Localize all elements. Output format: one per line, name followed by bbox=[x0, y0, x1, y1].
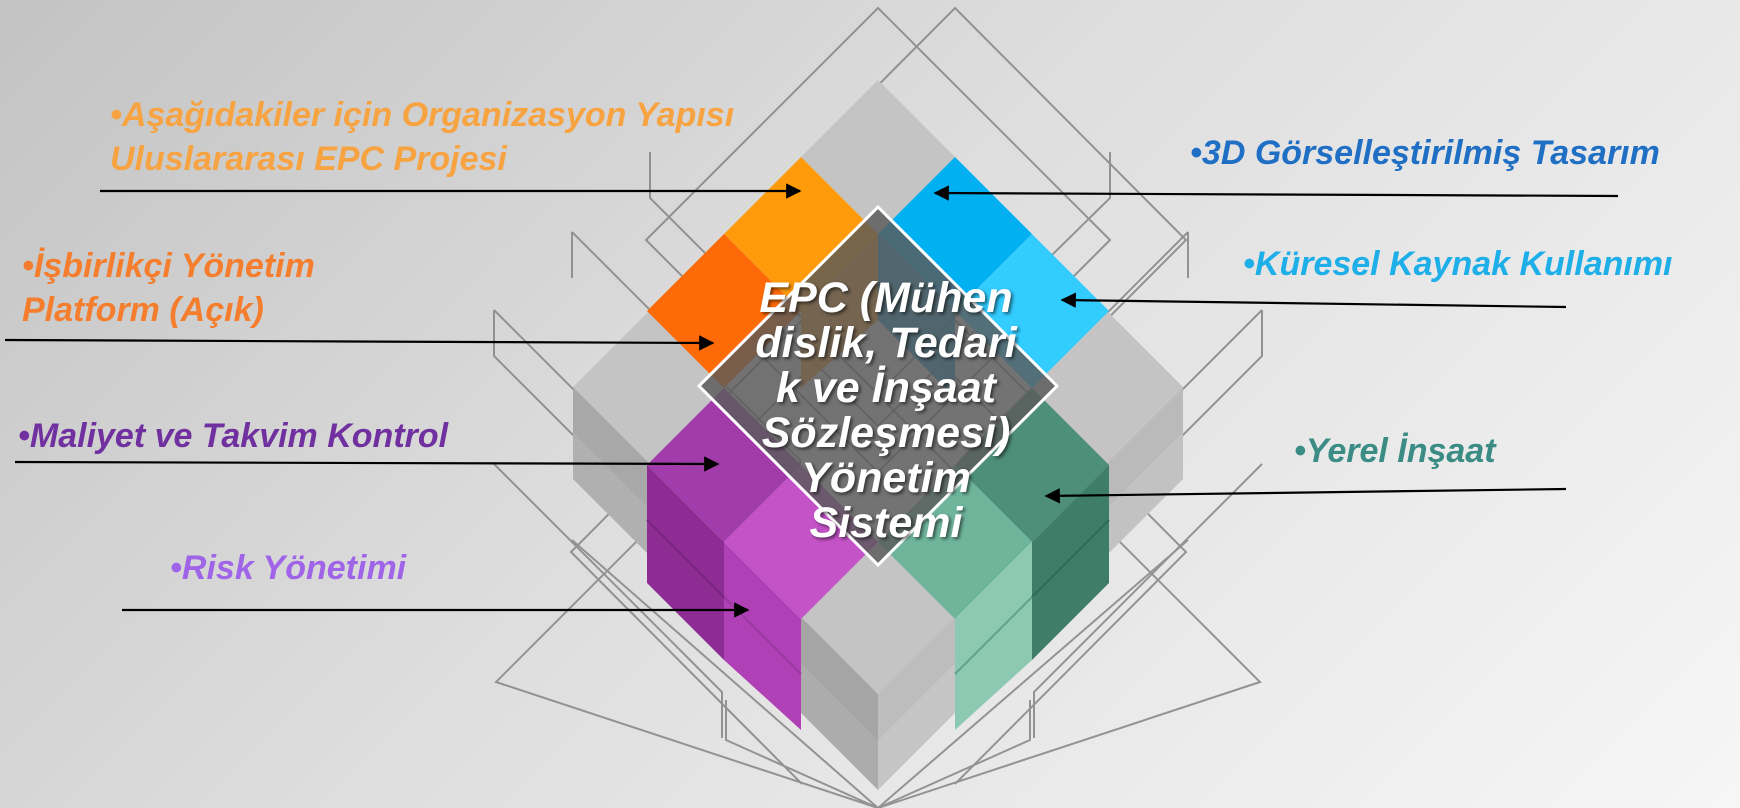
arrow-local bbox=[1044, 487, 1567, 504]
center-line-5: Yönetim bbox=[801, 454, 971, 502]
arrow-3d-design bbox=[933, 185, 1619, 201]
center-line-1: EPC (Mühen bbox=[759, 274, 1013, 322]
label-3d-design: •3D Görselleştirilmiş Tasarım bbox=[1190, 134, 1660, 172]
label-collab-platform: •İşbirlikçi Yönetim Platform (Açık) bbox=[22, 247, 315, 329]
label-cost-schedule: •Maliyet ve Takvim Kontrol bbox=[18, 417, 449, 455]
center-line-3: k ve İnşaat bbox=[776, 364, 996, 412]
center-diamond bbox=[696, 204, 1060, 568]
center-title: EPC (Mühen dislik, Tedari k ve İnşaat Sö… bbox=[736, 276, 1036, 546]
arrow-cost bbox=[14, 456, 720, 472]
label-global-resources: •Küresel Kaynak Kullanımı bbox=[1243, 245, 1673, 283]
center-line-4: Sözleşmesi) bbox=[761, 409, 1011, 457]
center-line-2: dislik, Tedari bbox=[755, 319, 1017, 367]
label-risk-management: •Risk Yönetimi bbox=[170, 549, 407, 587]
label-org-structure: •Aşağıdakiler için Organizasyon Yapısı U… bbox=[110, 96, 735, 178]
center-line-6: Sistemi bbox=[809, 499, 963, 547]
arrows bbox=[4, 183, 1619, 618]
label-local-construction: •Yerel İnşaat bbox=[1294, 432, 1496, 470]
arrow-collab bbox=[4, 335, 715, 351]
arrow-global bbox=[1060, 292, 1567, 309]
